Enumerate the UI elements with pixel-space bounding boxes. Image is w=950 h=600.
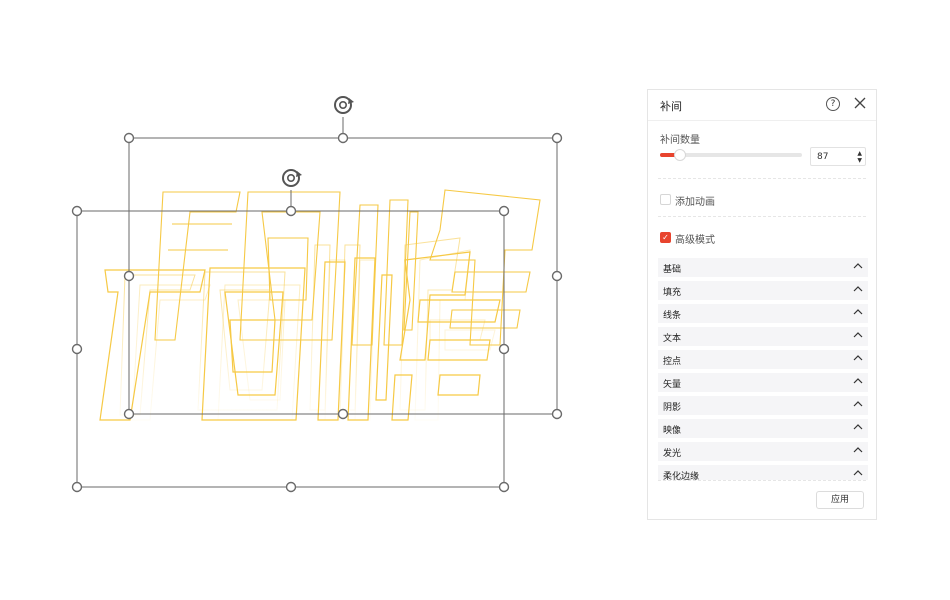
resize-handle <box>498 343 510 355</box>
section-fill[interactable]: 填充 <box>658 281 868 300</box>
divider <box>658 480 866 481</box>
close-icon[interactable] <box>852 95 868 111</box>
artwork-svg <box>71 96 563 493</box>
resize-handle <box>551 408 563 420</box>
add-animation-label: 添加动画 <box>675 197 715 208</box>
artwork-front <box>99 251 501 421</box>
section-control-points[interactable]: 控点 <box>658 350 868 369</box>
section-label: 基础 <box>663 265 682 275</box>
section-line[interactable]: 线条 <box>658 304 868 323</box>
help-icon[interactable]: ? <box>826 97 840 111</box>
stepper-down-icon[interactable]: ▼ <box>857 157 862 164</box>
chevron-up-icon <box>853 309 863 315</box>
rotate-handle-icon <box>282 169 302 187</box>
section-basic[interactable]: 基础 <box>658 258 868 277</box>
tween-count-slider[interactable] <box>660 149 802 161</box>
section-vector[interactable]: 矢量 <box>658 373 868 392</box>
apply-button[interactable]: 应用 <box>816 491 864 509</box>
resize-handle <box>71 205 83 217</box>
section-shadow[interactable]: 阴影 <box>658 396 868 415</box>
resize-handle <box>285 205 297 217</box>
section-soft-edges[interactable]: 柔化边缘 <box>658 465 868 480</box>
section-label: 映像 <box>663 426 682 436</box>
checkbox-checked-icon[interactable]: ✓ <box>660 232 671 243</box>
resize-handle <box>123 132 135 144</box>
chevron-up-icon <box>853 470 863 476</box>
resize-handle <box>337 132 349 144</box>
selection-box-front[interactable] <box>71 169 510 493</box>
slider-thumb[interactable] <box>673 149 686 161</box>
section-label: 线条 <box>663 311 682 321</box>
selection-box-back[interactable] <box>123 96 563 420</box>
resize-handle <box>123 270 135 282</box>
panel-title: 补间 <box>660 100 682 113</box>
checkbox-box[interactable] <box>660 194 671 205</box>
resize-handle <box>551 132 563 144</box>
chevron-up-icon <box>853 286 863 292</box>
section-label: 柔化边缘 <box>663 472 700 480</box>
section-reflection[interactable]: 映像 <box>658 419 868 438</box>
slider-fill <box>660 153 680 157</box>
tween-count-stepper[interactable]: ▲ ▼ <box>810 147 866 166</box>
section-glow[interactable]: 发光 <box>658 442 868 461</box>
chevron-up-icon <box>853 263 863 269</box>
section-label: 控点 <box>663 357 682 367</box>
advanced-mode-label: 高级模式 <box>675 235 715 246</box>
canvas-area[interactable] <box>0 0 630 600</box>
resize-handle <box>498 481 510 493</box>
section-label: 文本 <box>663 334 682 344</box>
tween-count-input[interactable] <box>813 149 857 164</box>
resize-handle <box>285 481 297 493</box>
divider <box>658 216 866 217</box>
property-sections: 基础 填充 线条 文本 控点 矢量 阴影 映像 <box>658 258 868 480</box>
chevron-up-icon <box>853 355 863 361</box>
resize-handle <box>71 481 83 493</box>
chevron-up-icon <box>853 447 863 453</box>
resize-handle <box>551 270 563 282</box>
section-text[interactable]: 文本 <box>658 327 868 346</box>
chevron-up-icon <box>853 424 863 430</box>
chevron-up-icon <box>853 401 863 407</box>
chevron-up-icon <box>853 332 863 338</box>
resize-handle <box>498 205 510 217</box>
chevron-up-icon <box>853 378 863 384</box>
resize-handle <box>71 343 83 355</box>
resize-handle <box>123 408 135 420</box>
section-label: 发光 <box>663 449 682 459</box>
section-label: 填充 <box>663 288 682 298</box>
tween-count-label: 补间数量 <box>660 135 700 146</box>
rotate-handle-icon <box>334 96 354 114</box>
section-label: 矢量 <box>663 380 682 390</box>
panel-header: 补间 ? <box>648 90 876 121</box>
divider <box>658 178 866 179</box>
resize-handle <box>337 408 349 420</box>
tween-panel: 补间 ? 补间数量 ▲ ▼ 添加动画 ✓ 高级模式 基础 填充 线条 <box>647 89 877 520</box>
stepper-up-icon[interactable]: ▲ <box>857 150 862 157</box>
section-label: 阴影 <box>663 403 682 413</box>
